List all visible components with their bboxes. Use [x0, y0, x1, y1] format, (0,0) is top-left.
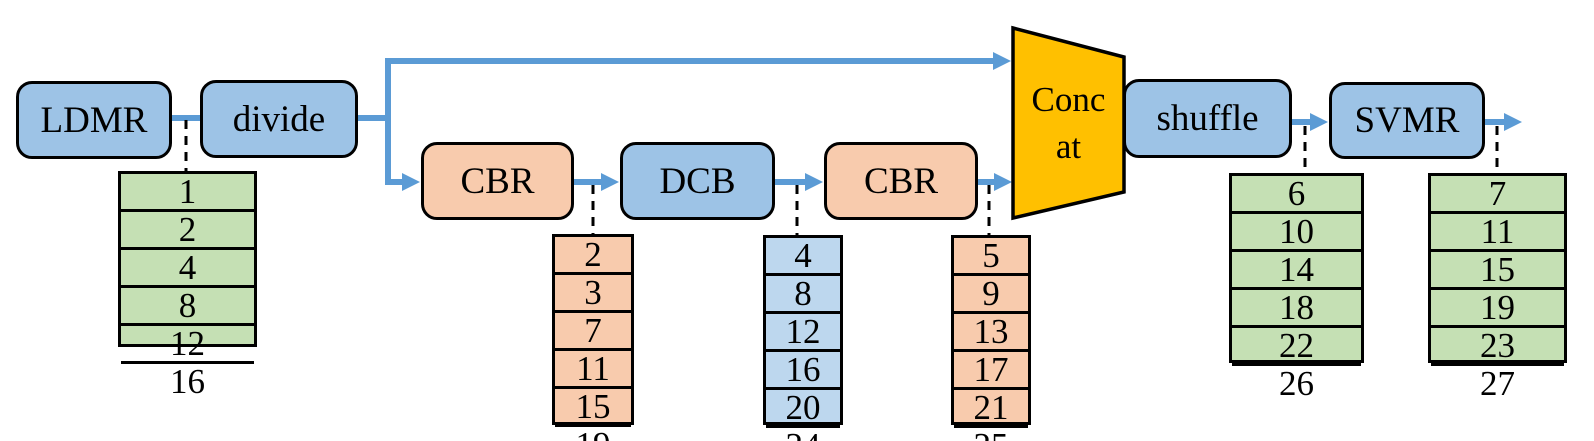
table-cell: 11 [1431, 211, 1564, 249]
block-concat-label-line1: Conc [1031, 79, 1106, 119]
table-cell: 4 [121, 247, 254, 285]
table-cell: 3 [555, 272, 631, 310]
block-shuffle-label: shuffle [1156, 98, 1259, 139]
table-cell: 12 [766, 311, 840, 349]
table-cell: 15 [1431, 249, 1564, 287]
table-cell: 21 [954, 387, 1028, 425]
table-cell: 14 [1232, 249, 1361, 287]
block-divide: divide [200, 80, 358, 158]
block-cbr-1: CBR [421, 142, 574, 220]
table-cell: 22 [1232, 325, 1361, 363]
block-ldmr: LDMR [16, 81, 172, 159]
table-cell: 2 [121, 209, 254, 247]
arrow-dcb-to-cbr2 [775, 173, 823, 191]
table-cell: 25 [954, 425, 1028, 441]
table-cell: 11 [555, 348, 631, 386]
table-cell: 12 [121, 323, 254, 361]
table-cell: 2 [584, 235, 602, 274]
table-cell: 7 [555, 310, 631, 348]
table-cell: 15 [555, 386, 631, 424]
table-cell: 26 [1232, 363, 1361, 401]
arrow-split-to-cbr1 [385, 118, 420, 191]
table-dcb-output: 4 8 12 16 20 24 [763, 235, 843, 441]
table-cell: 5 [982, 236, 1000, 275]
table-cell: 10 [1232, 211, 1361, 249]
table-cell: 18 [1232, 287, 1361, 325]
table-cell: 9 [954, 273, 1028, 311]
arrow-shuffle-to-svmr [1292, 113, 1328, 131]
table-cell: 16 [121, 361, 254, 399]
table-cell: 13 [954, 311, 1028, 349]
table-cell: 8 [121, 285, 254, 323]
block-concat-label-line2: at [1055, 127, 1082, 166]
table-cell: 24 [766, 425, 840, 441]
block-divide-label: divide [232, 98, 326, 140]
table-ldmr-output: 1 2 4 8 12 16 [118, 171, 257, 399]
table-svmr-output: 7 11 15 19 23 27 [1428, 173, 1567, 401]
table-cell: 6 [1287, 174, 1306, 213]
table-cell: 23 [1431, 325, 1564, 363]
block-concat: Conc at [1013, 28, 1124, 218]
block-svmr: SVMR [1329, 82, 1485, 159]
table-cell: 16 [766, 349, 840, 387]
table-cell: 27 [1431, 363, 1564, 401]
block-svmr-label: SVMR [1354, 100, 1460, 141]
table-cell: 7 [1488, 174, 1507, 213]
arrow-skip-to-concat [385, 52, 1011, 118]
table-cell: 4 [794, 236, 812, 275]
block-ldmr-label: LDMR [40, 99, 148, 141]
table-cell: 20 [766, 387, 840, 425]
block-dcb: DCB [620, 142, 775, 220]
block-cbr-2-label: CBR [863, 160, 939, 202]
table-shuffle-output: 6 10 14 18 22 26 [1229, 173, 1364, 401]
block-dcb-label: DCB [659, 160, 736, 202]
table-cell: 17 [954, 349, 1028, 387]
table-cell: 19 [1431, 287, 1564, 325]
table-cell: 8 [766, 273, 840, 311]
arrow-svmr-output [1485, 113, 1522, 131]
arrow-cbr1-to-dcb [574, 173, 619, 191]
block-cbr-1-label: CBR [460, 160, 535, 202]
table-cbr1-output: 2 3 7 11 15 19 [552, 234, 634, 441]
arrow-cbr2-to-concat [978, 173, 1012, 191]
table-cell: 1 [178, 172, 197, 211]
block-cbr-2: CBR [824, 142, 978, 220]
block-shuffle: shuffle [1123, 79, 1292, 158]
table-cell: 19 [555, 424, 631, 441]
table-cbr2-output: 5 9 13 17 21 25 [951, 235, 1031, 441]
